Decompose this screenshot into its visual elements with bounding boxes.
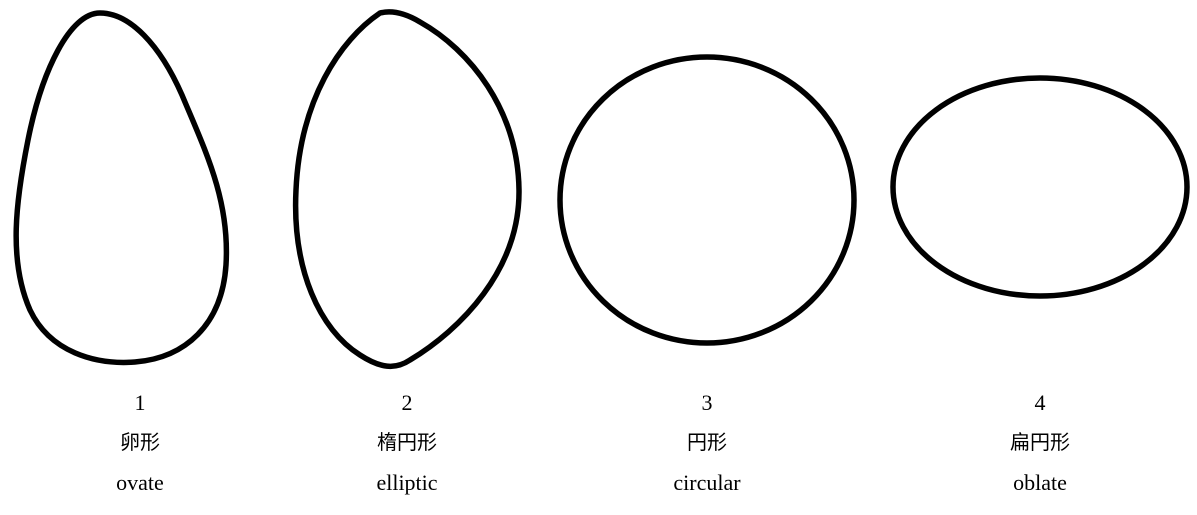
ovate-outline [16, 13, 226, 362]
caption-3: 3 円形 circular [607, 392, 807, 498]
shape-label-en: ovate [40, 472, 240, 498]
circular-outline [560, 57, 854, 343]
caption-1: 1 卵形 ovate [40, 392, 240, 498]
shape-number: 2 [307, 392, 507, 418]
shape-number: 3 [607, 392, 807, 418]
elliptic-outline [296, 12, 519, 366]
caption-2: 2 楕円形 elliptic [307, 392, 507, 498]
shape-label-en: circular [607, 472, 807, 498]
shape-label-jp: 円形 [607, 432, 807, 456]
shape-number: 4 [940, 392, 1140, 418]
shape-label-en: elliptic [307, 472, 507, 498]
oblate-outline [893, 78, 1187, 296]
shape-label-jp: 扁円形 [940, 432, 1140, 456]
shape-label-jp: 卵形 [40, 432, 240, 456]
caption-4: 4 扁円形 oblate [940, 392, 1140, 498]
shape-label-jp: 楕円形 [307, 432, 507, 456]
shape-number: 1 [40, 392, 240, 418]
shape-label-en: oblate [940, 472, 1140, 498]
